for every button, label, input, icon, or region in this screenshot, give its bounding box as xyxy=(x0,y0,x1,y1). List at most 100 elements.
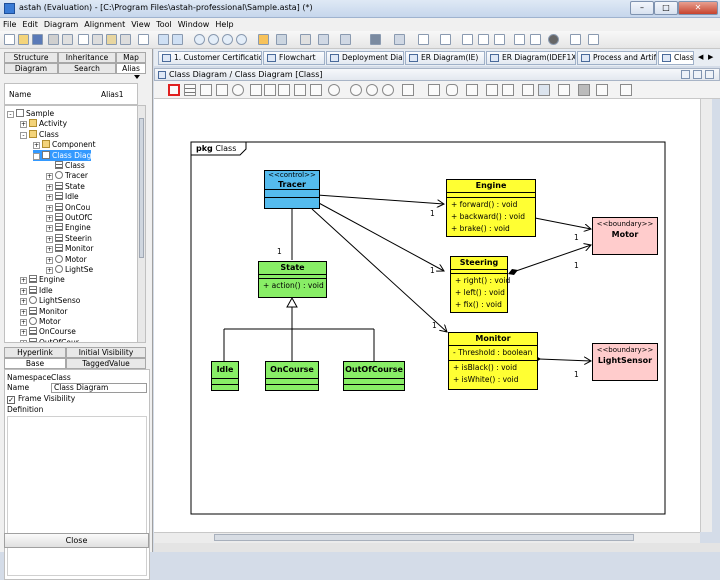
tab-map[interactable]: Map xyxy=(116,52,146,63)
expand-icon[interactable]: + xyxy=(20,308,27,316)
line-tool-icon[interactable] xyxy=(466,84,478,96)
link-icon[interactable] xyxy=(588,34,599,45)
tab-search[interactable]: Search xyxy=(58,63,116,74)
expand-icon[interactable]: + xyxy=(46,225,53,233)
menu-view[interactable]: View xyxy=(131,20,151,29)
tree-item[interactable]: +Tracer xyxy=(46,170,88,181)
back-icon[interactable] xyxy=(258,34,269,45)
expand-icon[interactable]: + xyxy=(46,173,53,181)
line-route-icon[interactable] xyxy=(440,34,451,45)
realization-tool-icon[interactable] xyxy=(294,84,306,96)
image-tool-icon[interactable] xyxy=(538,84,550,96)
expand-icon[interactable]: + xyxy=(20,339,27,342)
class-tool-icon[interactable] xyxy=(184,84,196,96)
doc-tab[interactable]: 1. Customer Certification xyxy=(158,51,262,65)
align-center-icon[interactable] xyxy=(340,34,351,45)
color-icon[interactable] xyxy=(548,34,559,45)
undo-icon[interactable] xyxy=(158,34,169,45)
expand-icon[interactable]: + xyxy=(20,277,27,285)
definition-textarea[interactable] xyxy=(7,416,147,576)
tree-item[interactable]: +Motor xyxy=(46,254,87,265)
expand-icon[interactable]: + xyxy=(46,246,53,254)
name-field[interactable]: Class Diagram xyxy=(51,383,147,393)
boundary-tool-icon[interactable] xyxy=(350,84,362,96)
doc-tab[interactable]: Deployment Diagram xyxy=(326,51,404,65)
zoom-reset-icon[interactable] xyxy=(236,34,247,45)
expand-icon[interactable]: + xyxy=(20,298,27,306)
network-icon[interactable] xyxy=(494,34,505,45)
forward-icon[interactable] xyxy=(276,34,287,45)
align-bottom-icon[interactable] xyxy=(394,34,405,45)
generalization-tool-icon[interactable] xyxy=(278,84,290,96)
collapse-icon[interactable]: - xyxy=(33,152,40,160)
tab-inheritance[interactable]: Inheritance xyxy=(58,52,116,63)
line-color-tool-icon[interactable] xyxy=(596,84,608,96)
text-box-icon[interactable] xyxy=(486,84,498,96)
composition-monitor-lightsensor[interactable] xyxy=(538,359,591,361)
menu-window[interactable]: Window xyxy=(177,20,210,29)
tree-item[interactable]: Class xyxy=(46,160,85,171)
control-tool-icon[interactable] xyxy=(382,84,394,96)
expand-icon[interactable]: + xyxy=(46,194,53,202)
collapse-icon[interactable]: - xyxy=(20,131,27,139)
group-icon[interactable] xyxy=(514,34,525,45)
tree-layout-icon[interactable] xyxy=(462,34,473,45)
class-idle[interactable]: Idle xyxy=(211,361,239,391)
rectangle-tool-icon[interactable] xyxy=(446,84,458,96)
redo-icon[interactable] xyxy=(172,34,183,45)
expand-icon[interactable]: + xyxy=(20,287,27,295)
expand-icon[interactable]: + xyxy=(20,319,27,326)
menu-tool[interactable]: Tool xyxy=(156,20,172,29)
close-button[interactable]: Close xyxy=(4,533,149,548)
doc-tab[interactable]: ER Diagram(IE) xyxy=(405,51,485,65)
frame-visibility-checkbox[interactable]: ✓ xyxy=(7,396,15,404)
tree-item[interactable]: +Steerin xyxy=(46,233,92,244)
delete-icon[interactable] xyxy=(120,34,131,45)
association-tracer-steering[interactable] xyxy=(316,201,444,271)
diagram-canvas[interactable]: pkg Class <<control>> Tracer Engine + fo… xyxy=(154,99,700,532)
tree-item[interactable]: +Idle xyxy=(20,285,53,296)
save-icon[interactable] xyxy=(32,34,43,45)
diagram-minimize-icon[interactable] xyxy=(681,70,690,79)
copy-image-icon[interactable] xyxy=(138,34,149,45)
tree-item[interactable]: +OnCou xyxy=(46,202,90,213)
print-preview-icon[interactable] xyxy=(62,34,73,45)
menu-file[interactable]: File xyxy=(3,20,17,29)
cut-icon[interactable] xyxy=(78,34,89,45)
close-window-button[interactable]: ✕ xyxy=(678,1,718,15)
package-tool-icon[interactable] xyxy=(200,84,212,96)
diagram-restore-icon[interactable] xyxy=(693,70,702,79)
ungroup-icon[interactable] xyxy=(530,34,541,45)
interface-tool-icon[interactable] xyxy=(232,84,244,96)
print-area-icon[interactable] xyxy=(620,84,632,96)
tree-item[interactable]: +Engine xyxy=(20,274,65,285)
tree-item[interactable]: +Engine xyxy=(46,222,91,233)
tree-item[interactable]: -Class xyxy=(20,129,59,140)
border-tool-icon[interactable] xyxy=(578,84,590,96)
tab-initial-visibility[interactable]: Initial Visibility xyxy=(66,347,146,358)
expand-icon[interactable]: + xyxy=(46,256,53,264)
tree-item[interactable]: -Sample xyxy=(7,108,54,119)
tree-item[interactable]: +LightSe xyxy=(46,264,93,275)
tab-diagram[interactable]: Diagram xyxy=(4,63,58,74)
class-motor[interactable]: <<boundary>> Motor xyxy=(592,217,658,255)
tree-item[interactable]: +OnCourse xyxy=(20,326,76,337)
class-steering[interactable]: Steering + right() : void + left() : voi… xyxy=(450,256,510,313)
class-outofcourse[interactable]: OutOfCourse xyxy=(343,361,405,391)
composition-engine-motor[interactable] xyxy=(534,217,591,229)
canvas-vertical-scrollbar[interactable] xyxy=(700,99,712,532)
dropdown-arrow-icon[interactable] xyxy=(134,75,140,79)
collapse-icon[interactable]: - xyxy=(7,111,14,118)
tree-item[interactable]: -Class Diag xyxy=(33,149,92,161)
zoom-in-icon[interactable] xyxy=(208,34,219,45)
doc-tab[interactable]: ER Diagram(IDEF1X) xyxy=(486,51,576,65)
composition-steering-motor[interactable] xyxy=(515,245,591,272)
class-monitor[interactable]: Monitor - Threshold : boolean + isBlack(… xyxy=(448,332,538,390)
tree-item[interactable]: +State xyxy=(46,181,85,192)
doc-tab[interactable]: Flowchart xyxy=(263,51,325,65)
menu-diagram[interactable]: Diagram xyxy=(43,20,79,29)
tree-item[interactable]: +OutOfC xyxy=(46,212,92,223)
freehand-tool-icon[interactable] xyxy=(522,84,534,96)
maximize-button[interactable]: □ xyxy=(654,1,678,15)
tree-item[interactable]: +Monitor xyxy=(20,306,68,317)
